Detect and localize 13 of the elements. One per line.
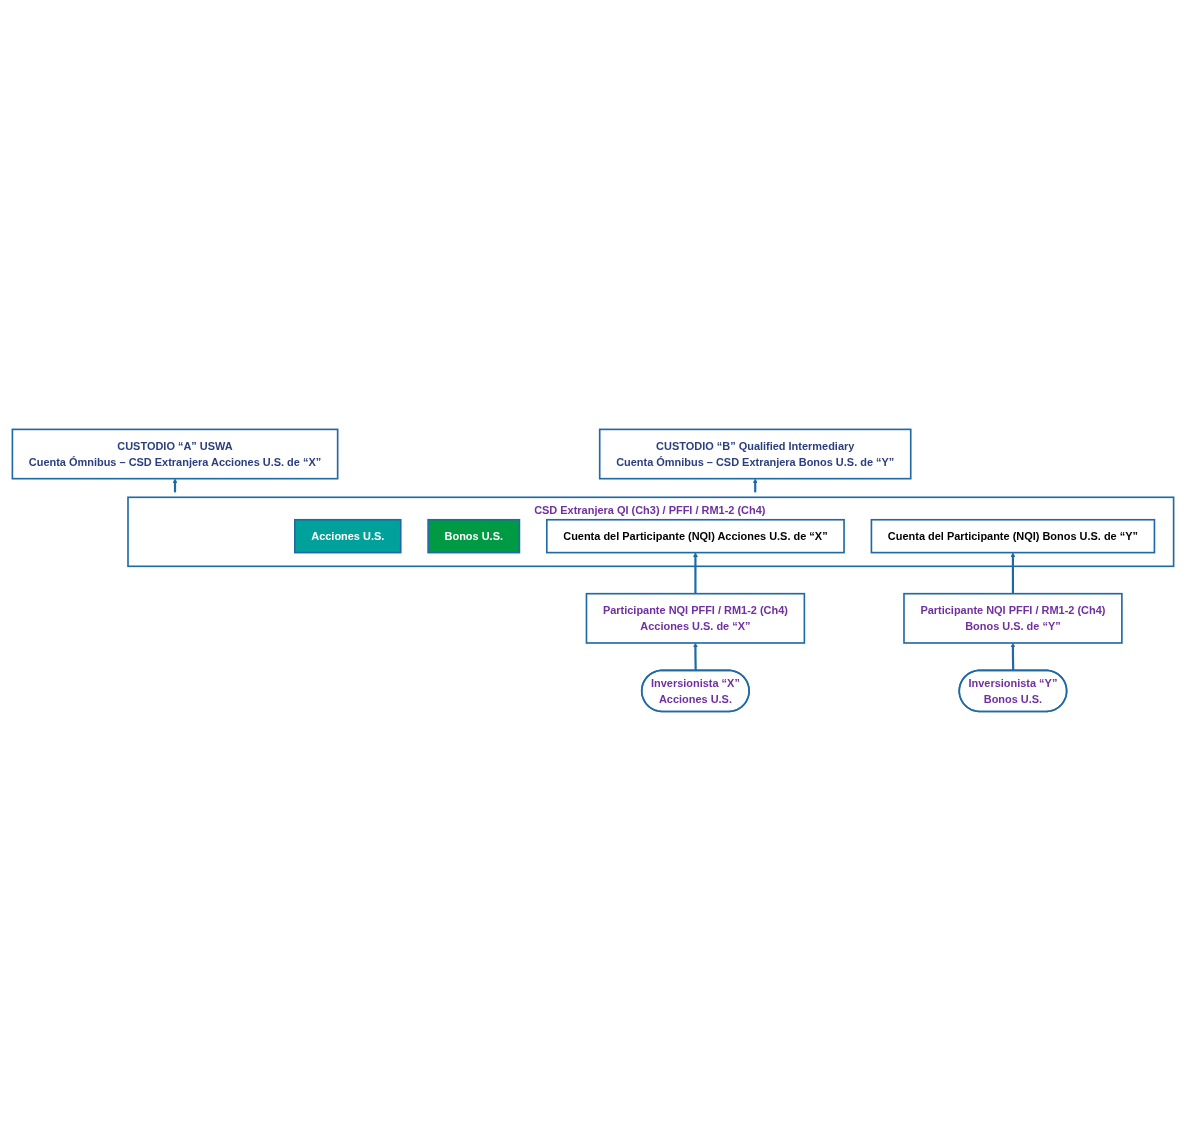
node-box: Participante NQI PFFI / RM1-2 (Ch4) Bonos U.S. de “Y” [903, 592, 1123, 644]
node-box: Participante NQI PFFI / RM1-2 (Ch4) Acciones U.S. de “X” [585, 592, 806, 644]
node-box: CUSTODIO “B” Qualified Intermediary Cuenta Ómnibus – CSD Extranjera Bonos U.S. de “Y” [598, 428, 912, 480]
node-box: Cuenta del Participante (NQI) Acciones U.S. de “X” [545, 518, 845, 553]
node-box: CUSTODIO “A” USWA Cuenta Ómnibus – CSD Extranjera Acciones U.S. de “X” [11, 428, 339, 480]
arrow [693, 551, 698, 594]
node-box: Acciones U.S. [294, 518, 402, 553]
node-box: Bonos U.S. [427, 518, 521, 553]
arrow [752, 478, 758, 492]
arrow [1010, 642, 1016, 671]
arrow [1010, 551, 1016, 594]
node-box: Cuenta del Participante (NQI) Bonos U.S. de “Y” [870, 518, 1156, 553]
arrow [693, 642, 698, 671]
